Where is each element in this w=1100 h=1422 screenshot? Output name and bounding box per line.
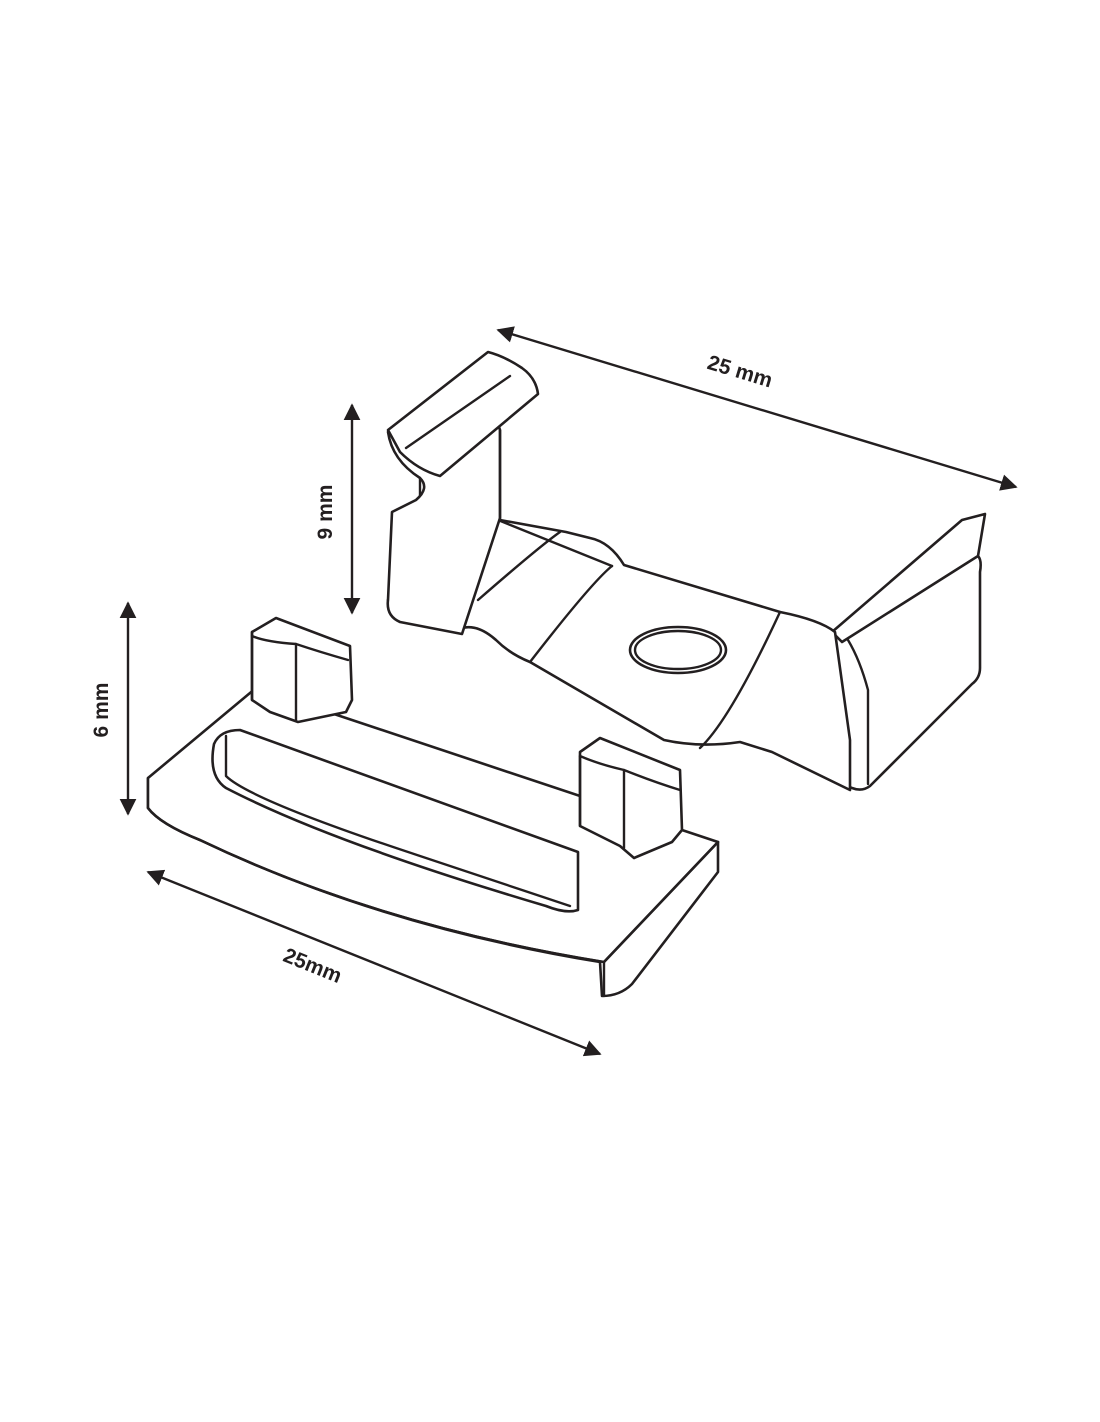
dim-label-cap-height: 6 mm: [90, 683, 113, 738]
clip-right-lip: [830, 512, 987, 644]
clip-left-lip: [386, 350, 540, 478]
dim-label-clip-width: 25 mm: [705, 351, 775, 392]
dim-label-cap-width: 25mm: [280, 944, 345, 988]
mounting-clip: [386, 350, 987, 792]
cap-left-tab: [250, 616, 354, 724]
dimension-clip-width: 25 mm: [496, 326, 1018, 491]
dimension-cap-height: 6 mm: [90, 601, 137, 816]
clip-base-plate: [386, 518, 852, 792]
clip-screw-hole: [628, 625, 728, 675]
dim-label-clip-height: 9 mm: [314, 485, 337, 540]
cap-right-tab: [578, 736, 684, 860]
dimension-clip-height: 9 mm: [314, 403, 361, 615]
